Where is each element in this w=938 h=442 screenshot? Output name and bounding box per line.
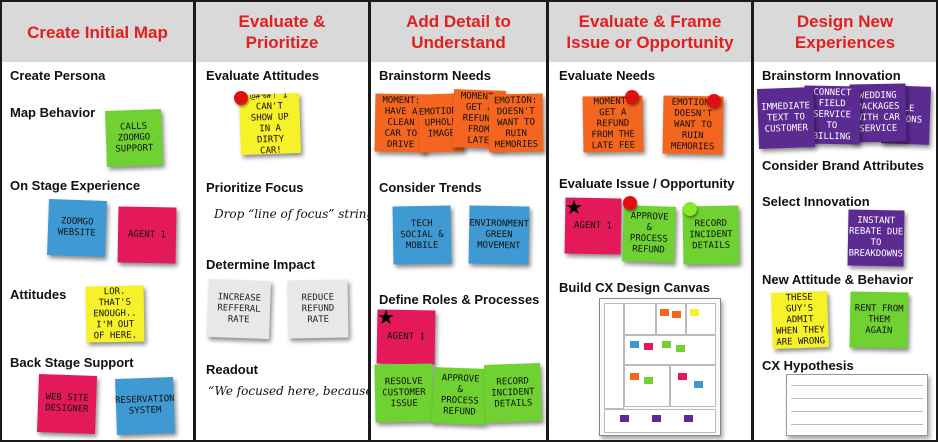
pushpin-icon — [683, 202, 697, 216]
section-label: New Attitude & Behavior — [762, 272, 914, 287]
sticky-note: ZOOMGO WEBSITE — [47, 199, 107, 257]
section-label: Evaluate Issue / Opportunity — [559, 176, 735, 191]
section-label: Evaluate Attitudes — [206, 68, 319, 83]
sticky-note: MOMENT: GET A REFUND FROM THE LATE FEE — [582, 95, 644, 153]
sticky-note: IMMEDIATE TEXT TO CUSTOMER — [756, 87, 816, 149]
section-label: Determine Impact — [206, 257, 316, 272]
section-label: Brainstorm Needs — [379, 68, 491, 83]
sticky-note: RENT FROM THEM AGAIN — [849, 291, 909, 349]
handwritten-note: Drop “line of focus” string — [214, 207, 368, 221]
sticky-note: APPROVE & PROCESS REFUND — [622, 205, 676, 263]
sticky-note: RESOLVE CUSTOMER ISSUE — [374, 363, 434, 423]
sticky-note: @#%#! I CAN'T SHOW UP IN A DIRTY CAR! — [238, 92, 302, 156]
section-label: Readout — [206, 362, 258, 377]
section-label: CX Hypothesis — [762, 358, 854, 373]
column-evaluate-frame: Evaluate & Frame Issue or Opportunity Ev… — [549, 2, 751, 440]
sticky-note: ENVIRONMENT GREEN MOVEMENT — [468, 205, 530, 265]
sticky-note: EMOTION: DOESN'T WANT TO RUIN MEMORIES — [488, 93, 544, 153]
section-label: Select Innovation — [762, 194, 870, 209]
column-design-new-experiences: Design New Experiences Brainstorm Innova… — [754, 2, 936, 440]
section-label: Prioritize Focus — [206, 180, 304, 195]
pushpin-icon — [234, 91, 248, 105]
sticky-note: INCREASE REFFERAL RATE — [207, 278, 271, 340]
sticky-note: THESE GUY'S ADMIT WHEN THEY ARE WRONG — [771, 291, 829, 349]
sticky-note: INSTANT REBATE DUE TO BREAKDOWNS — [847, 209, 905, 267]
handwritten-note: “We focused here, because…” — [208, 384, 368, 398]
sticky-note: APPROVE & PROCESS REFUND — [432, 367, 488, 425]
sticky-note: TECH SOCIAL & MOBILE — [392, 205, 452, 265]
section-label: On Stage Experience — [10, 178, 141, 193]
cx-hypothesis-form-image — [786, 374, 928, 436]
column-header: Create Initial Map — [2, 2, 193, 62]
sticky-note: CALLS ZOOMGO SUPPORT — [105, 109, 163, 167]
section-label: Create Persona — [10, 68, 106, 83]
column-create-initial-map: Create Initial Map Create Persona Map Be… — [2, 2, 193, 440]
column-evaluate-prioritize: Evaluate & Prioritize Evaluate Attitudes… — [196, 2, 368, 440]
sticky-note: RECORD INCIDENT DETAILS — [484, 363, 542, 423]
column-header: Add Detail to Understand — [371, 2, 546, 62]
pushpin-icon — [625, 90, 639, 104]
section-label: Build CX Design Canvas — [559, 280, 710, 295]
column-add-detail: Add Detail to Understand Brainstorm Need… — [371, 2, 546, 440]
section-label: Define Roles & Processes — [379, 292, 540, 307]
column-header: Evaluate & Prioritize — [196, 2, 368, 62]
section-label: Back Stage Support — [10, 355, 134, 370]
star-icon: ★ — [377, 307, 395, 329]
pushpin-icon — [707, 94, 721, 108]
section-label: Brainstorm Innovation — [762, 68, 901, 83]
sticky-note: REDUCE REFUND RATE — [287, 279, 349, 339]
section-label: Consider Trends — [379, 180, 482, 195]
pushpin-icon — [623, 196, 637, 210]
sticky-note: LOR. THAT'S ENOUGH.. I'M OUT OF HERE. — [85, 285, 145, 343]
star-icon: ★ — [565, 197, 583, 219]
sticky-note: RESERVATION SYSTEM — [115, 377, 175, 435]
cx-design-canvas-image — [599, 298, 721, 436]
sticky-note: AGENT 1 — [117, 206, 177, 264]
section-label: Attitudes — [10, 287, 67, 302]
section-label: Consider Brand Attributes — [762, 158, 925, 173]
column-header: Design New Experiences — [754, 2, 936, 62]
column-header: Evaluate & Frame Issue or Opportunity — [549, 2, 751, 62]
section-label: Map Behavior — [10, 105, 96, 120]
sticky-note: WEB SITE DESIGNER — [37, 374, 97, 434]
section-label: Evaluate Needs — [559, 68, 656, 83]
